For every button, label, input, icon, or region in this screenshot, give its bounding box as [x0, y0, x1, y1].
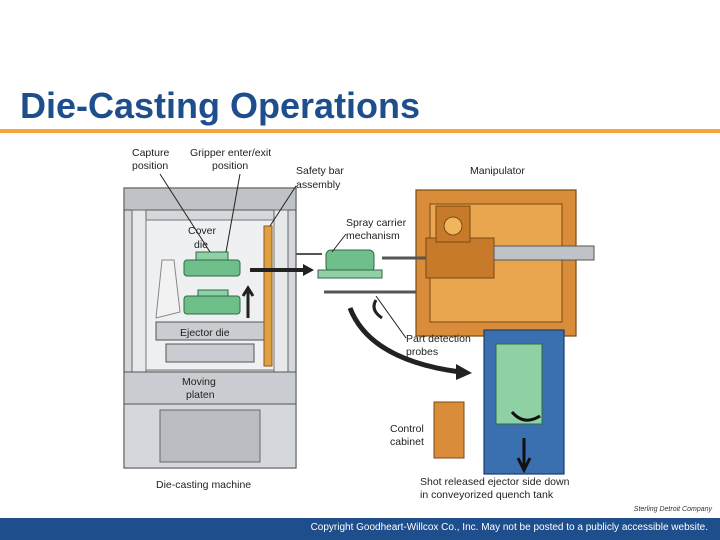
diagram-svg: Capture position Gripper enter/exit posi… — [123, 147, 595, 501]
manipulator — [382, 189, 595, 337]
label-moving-line1: Moving — [182, 376, 216, 388]
quench-tank — [483, 329, 565, 475]
label-safety-line2: assembly — [296, 179, 341, 191]
label-capture-line2: position — [132, 160, 168, 172]
die-casting-machine — [123, 187, 297, 469]
label-control-line2: cabinet — [390, 436, 424, 448]
die-casting-diagram: Capture position Gripper enter/exit posi… — [100, 140, 620, 501]
label-part-line2: probes — [406, 346, 438, 358]
copyright-notice: Copyright Goodheart-Willcox Co., Inc. Ma… — [310, 522, 708, 533]
cover-die — [183, 251, 241, 277]
leader-lines — [159, 173, 407, 339]
label-machine: Die-casting machine — [156, 479, 251, 491]
label-gripper-line1: Gripper enter/exit — [190, 147, 271, 159]
label-manipulator: Manipulator — [470, 165, 525, 177]
label-moving-line2: platen — [186, 389, 215, 401]
spray-carrier-part — [296, 249, 420, 294]
image-credit: Sterling Detroit Company — [633, 506, 712, 513]
title-underline — [0, 129, 720, 133]
label-spray-line1: Spray carrier — [346, 217, 407, 229]
ejector-die — [183, 289, 241, 315]
label-spray-line2: mechanism — [346, 230, 400, 242]
label-part-line1: Part detection — [406, 333, 471, 345]
label-gripper-line2: position — [212, 160, 248, 172]
label-control-line1: Control — [390, 423, 424, 435]
control-cabinet — [433, 401, 465, 459]
label-cover-line2: die — [194, 239, 208, 251]
label-shot-line1: Shot released ejector side down — [420, 476, 570, 488]
label-safety-line1: Safety bar — [296, 165, 344, 177]
label-capture-line1: Capture — [132, 147, 170, 159]
label-ejector: Ejector die — [180, 327, 230, 339]
footer-bar: Copyright Goodheart-Willcox Co., Inc. Ma… — [0, 518, 720, 540]
page-title: Die-Casting Operations — [20, 85, 421, 126]
label-cover-line1: Cover — [188, 225, 217, 237]
label-shot-line2: in conveyorized quench tank — [420, 489, 554, 500]
